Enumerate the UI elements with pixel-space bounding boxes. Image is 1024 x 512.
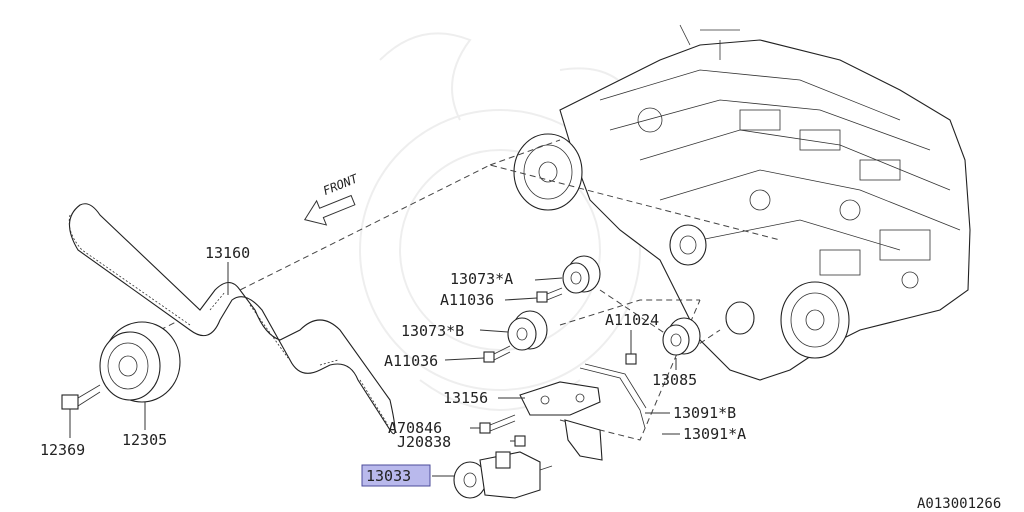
label-13085[interactable]: 13085 <box>652 371 697 389</box>
water-pump-pulley <box>669 224 707 266</box>
label-12369[interactable]: 12369 <box>40 441 85 459</box>
timing-belt <box>68 203 396 435</box>
label-a11024[interactable]: A11024 <box>605 311 659 329</box>
engine-block-drawing <box>559 24 971 381</box>
label-13160[interactable]: 13160 <box>205 244 250 262</box>
diagram-id: A013001266 <box>917 496 1001 512</box>
label-a70846[interactable]: A70846 <box>388 419 442 437</box>
label-13033[interactable]: 13033 <box>366 467 411 485</box>
label-13091-a[interactable]: 13091*A <box>683 425 746 443</box>
belt-cover-b <box>579 363 647 429</box>
bolt-a11036-upper <box>536 287 563 303</box>
label-a11036-lower[interactable]: A11036 <box>384 352 438 370</box>
crank-sprocket <box>725 301 755 335</box>
leader-lines <box>69 262 680 477</box>
selected-part-highlight[interactable] <box>361 464 431 487</box>
idler-pulley-c <box>662 317 701 356</box>
cam-sprocket-left <box>513 133 583 211</box>
assembly-outline <box>159 164 781 331</box>
belt-cover-a <box>564 419 603 461</box>
idler-pulley-a <box>562 255 601 294</box>
label-13073-a[interactable]: 13073*A <box>450 270 513 288</box>
tensioner-bracket <box>519 381 601 416</box>
label-12305[interactable]: 12305 <box>122 431 167 449</box>
front-direction-label: FRONT <box>321 171 360 198</box>
label-j20838[interactable]: J20838 <box>397 433 451 451</box>
label-13073-b[interactable]: 13073*B <box>401 322 464 340</box>
idler-pulley-b <box>507 310 548 351</box>
cam-sprocket-right <box>780 281 850 359</box>
label-13091-b[interactable]: 13091*B <box>673 404 736 422</box>
bolt-a11036-lower <box>483 345 511 363</box>
bolt-a70846 <box>479 414 516 434</box>
front-arrow-icon: FRONT <box>303 171 360 226</box>
tensioner-assembly <box>453 451 553 499</box>
crank-pulley <box>99 321 181 403</box>
bolt-j20838 <box>514 435 526 447</box>
crank-bolt <box>61 384 101 410</box>
label-13156[interactable]: 13156 <box>443 389 488 407</box>
label-a11036-upper[interactable]: A11036 <box>440 291 494 309</box>
